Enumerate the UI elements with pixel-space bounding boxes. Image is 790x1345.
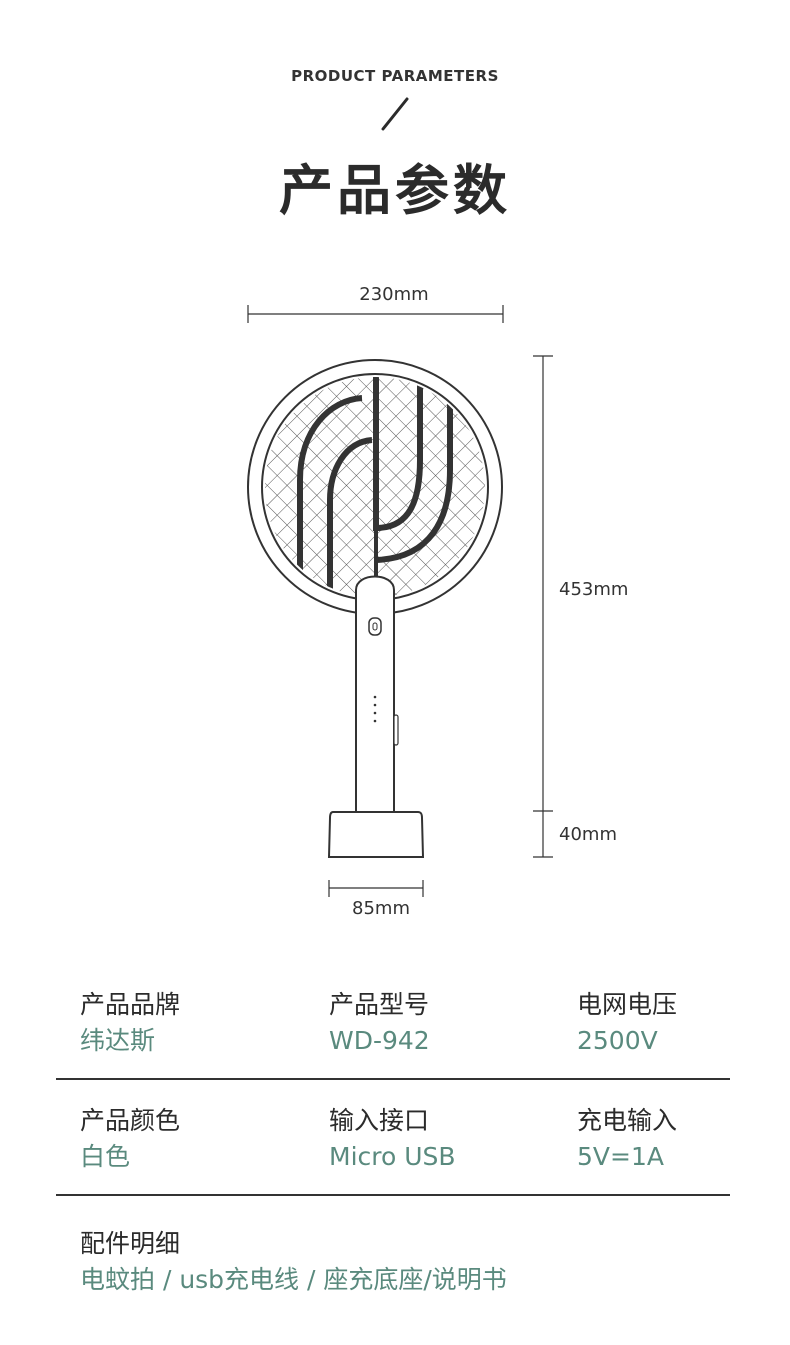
param-voltage-value: 2500V (577, 1026, 658, 1055)
param-charging-value: 5V=1A (577, 1142, 664, 1171)
base-height-label: 40mm (559, 824, 617, 845)
param-model-label: 产品型号 (329, 990, 430, 1019)
param-color-label: 产品颜色 (80, 1106, 181, 1135)
param-interface: 输入接口 Micro USB (329, 1104, 456, 1174)
param-voltage: 电网电压 2500V (577, 988, 677, 1058)
header-subtitle: PRODUCT PARAMETERS (291, 67, 499, 85)
param-model-value: WD-942 (329, 1026, 430, 1055)
param-charging-label: 充电输入 (577, 1106, 678, 1135)
base-width-dimension (328, 880, 424, 897)
page-title: 产品参数 (279, 159, 511, 222)
width-dimension (247, 305, 504, 323)
slash-divider (381, 97, 409, 131)
params-row-1: 产品品牌 纬达斯 产品型号 WD-942 电网电压 2500V (56, 988, 730, 1080)
racket-handle (355, 575, 399, 813)
param-model: 产品型号 WD-942 (329, 988, 430, 1058)
param-interface-label: 输入接口 (329, 1106, 430, 1135)
param-accessories-label: 配件明细 (80, 1229, 181, 1258)
racket-head (247, 359, 503, 615)
product-illustration: 230mm 453mm 40mm 85mm (247, 284, 628, 919)
param-brand-value: 纬达斯 (80, 1026, 156, 1055)
params-accessories: 配件明细 电蚊拍 / usb充电线 / 座充底座/说明书 (56, 1227, 730, 1317)
height-dimension (533, 355, 553, 858)
param-accessories: 配件明细 电蚊拍 / usb充电线 / 座充底座/说明书 (80, 1227, 507, 1297)
param-brand-label: 产品品牌 (80, 990, 181, 1019)
width-label: 230mm (359, 284, 428, 305)
param-voltage-label: 电网电压 (577, 990, 678, 1019)
height-label: 453mm (559, 579, 628, 600)
charging-base (327, 811, 425, 858)
param-interface-value: Micro USB (329, 1142, 456, 1171)
base-width-label: 85mm (352, 898, 410, 919)
param-color: 产品颜色 白色 (80, 1104, 180, 1174)
params-row-2: 产品颜色 白色 输入接口 Micro USB 充电输入 5V=1A (56, 1104, 730, 1196)
param-charging: 充电输入 5V=1A (577, 1104, 677, 1174)
param-accessories-value: 电蚊拍 / usb充电线 / 座充底座/说明书 (80, 1265, 507, 1294)
param-brand: 产品品牌 纬达斯 (80, 988, 180, 1058)
param-color-value: 白色 (80, 1142, 131, 1171)
